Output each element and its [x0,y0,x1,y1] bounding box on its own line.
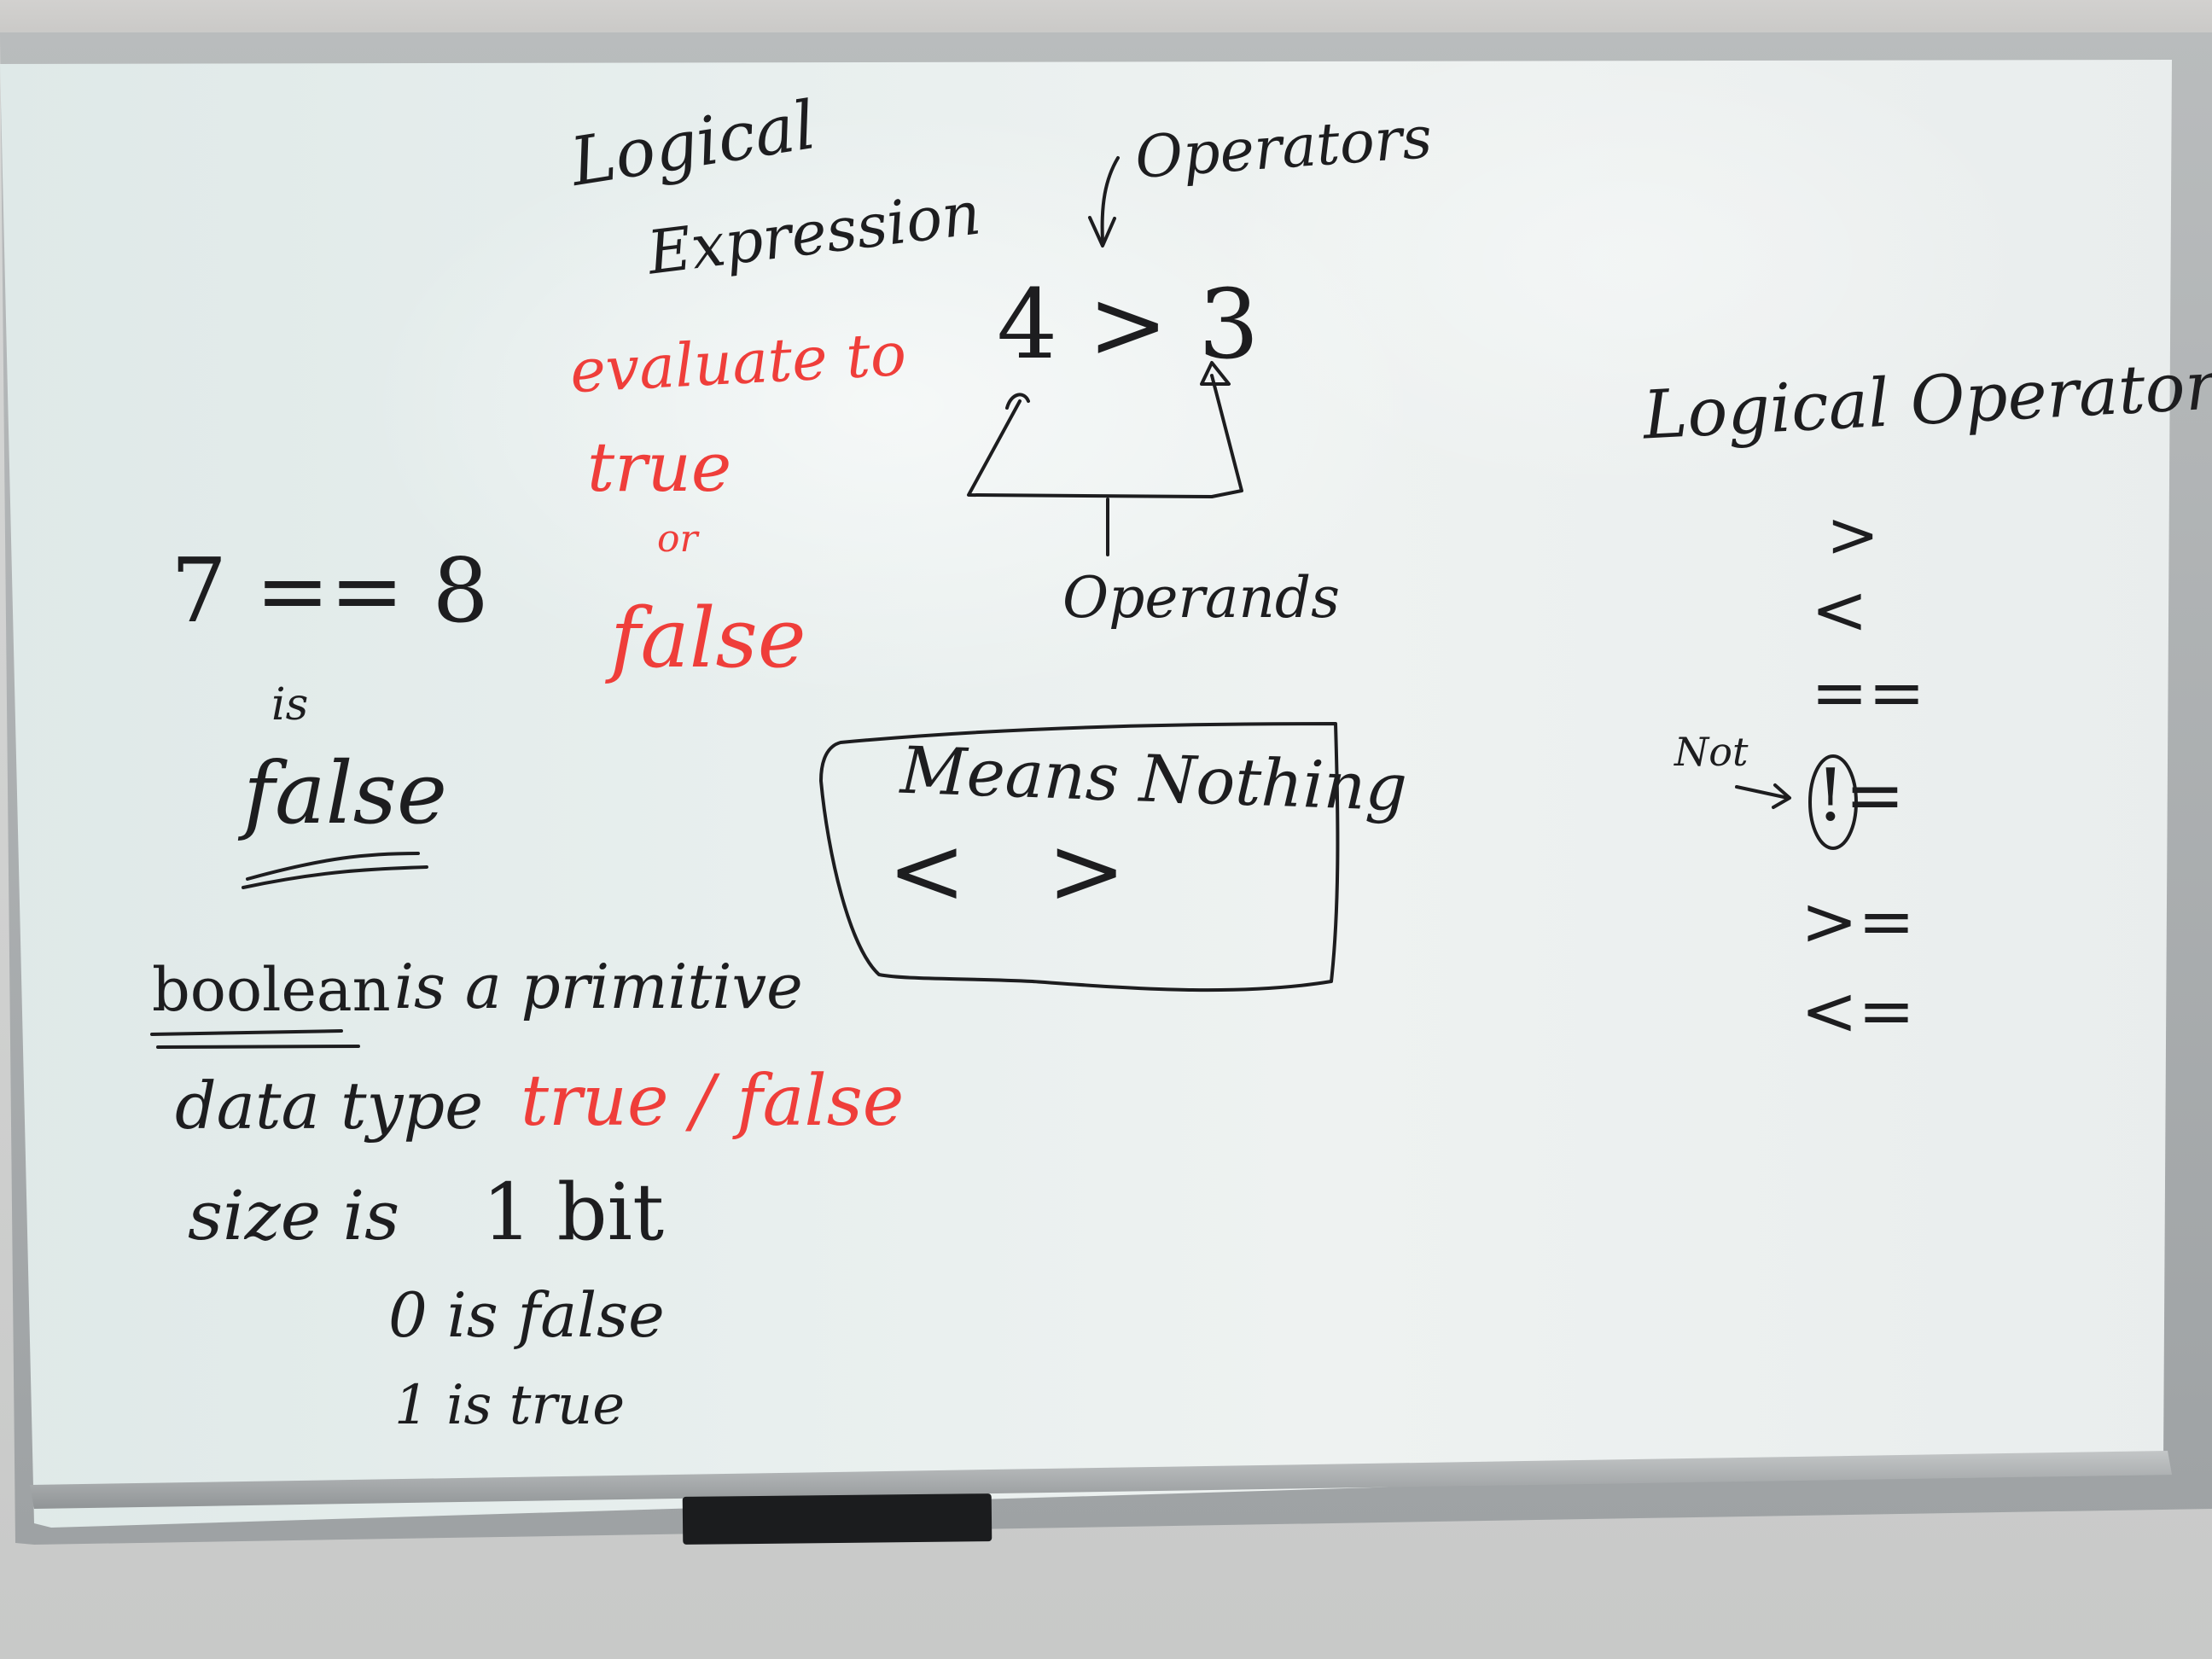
one-is-true-label: 1 is true [394,1374,626,1437]
equality-example: 7 == 8 [171,538,489,643]
data-type-label: data type [175,1068,484,1144]
or-label: or [657,517,698,561]
expression-example: 4 > 3 [997,270,1260,381]
is-label: is [271,679,309,731]
false-label: false [610,591,806,686]
boolean-label: boolean [152,955,391,1025]
operator-gt: > [1826,498,1880,572]
true-label: true [587,428,732,507]
operator-neq: != [1816,754,1906,837]
operator-eq: == [1811,653,1926,732]
eraser [682,1493,992,1545]
operands-label: Operands [1062,565,1340,631]
evaluate-to-label: evaluate to [568,318,908,407]
is-a-primitive-label: is a primitive [394,951,803,1022]
not-label: Not [1674,729,1749,775]
zero-is-false-label: 0 is false [388,1279,665,1351]
operator-lte: <= [1801,971,1916,1051]
angle-brackets-symbol: < > [888,816,1152,925]
one-bit-label: 1 bit [482,1167,665,1258]
false-result: false [243,743,448,843]
operator-gte: >= [1801,882,1916,961]
true-false-label: true / false [521,1061,905,1142]
size-is-label: size is [188,1176,400,1255]
means-nothing-label: Means Nothing [899,731,1409,826]
operator-lt: < [1811,570,1869,649]
